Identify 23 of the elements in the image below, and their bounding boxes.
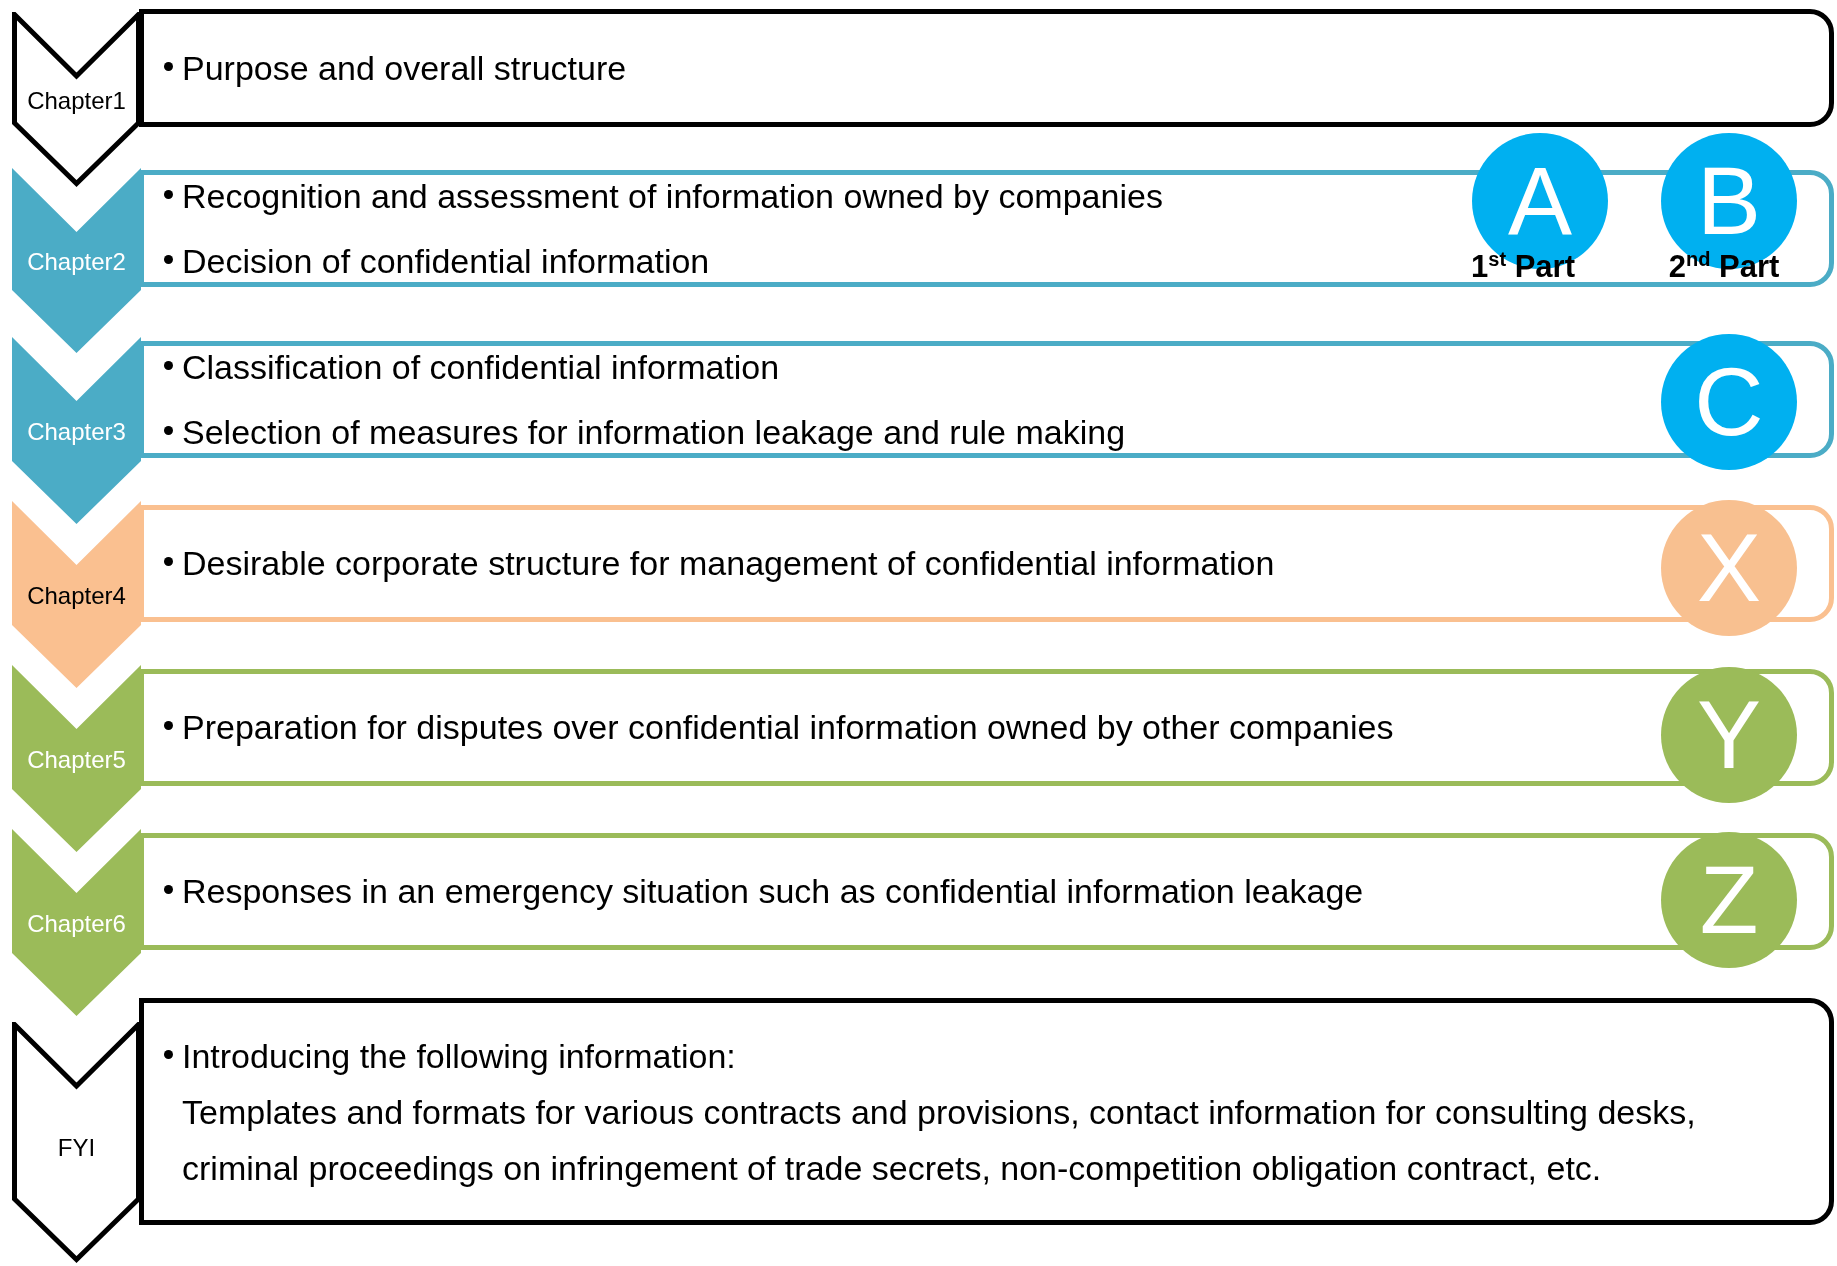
bullet-text: Selection of measures for information leakage and rule making <box>182 412 1126 452</box>
circle-letter: C <box>1694 354 1764 450</box>
bullet-text: Desirable corporate structure for management of confidential information <box>182 544 1275 583</box>
bullet-text: Recognition and assessment of information owned by companies <box>182 176 1163 216</box>
bullet-text: Preparation for disputes over confidential information owned by other companies <box>182 708 1394 747</box>
circle-letter: A <box>1508 153 1572 249</box>
chapter-label: FYI <box>56 1133 97 1163</box>
bullet-text: Decision of confidential information <box>182 241 710 281</box>
circle-letter: B <box>1697 153 1761 249</box>
bullet-text: Responses in an emergency situation such as confidential information leakage <box>182 872 1364 911</box>
bullet-text: Introducing the following information: <box>182 1035 736 1077</box>
bullet-text: Purpose and overall structure <box>182 48 627 88</box>
bullet-text: Classification of confidential information <box>182 347 780 387</box>
chapter-label: Chapter1 <box>26 86 127 116</box>
bullet-text: Templates and formats for various contracts and provisions, contact information for consulting desks, criminal proceedings on infringement of trade secrets, non-competition obligation contract, etc. <box>182 1091 1697 1189</box>
circle-letter: X <box>1697 520 1761 616</box>
chapter-label: Chapter6 <box>26 909 127 939</box>
circle-letter: Z <box>1699 852 1759 948</box>
chapter-label: Chapter5 <box>26 745 127 775</box>
chapter-label: Chapter4 <box>26 581 127 611</box>
chapter-label: Chapter2 <box>26 247 127 277</box>
chapter-label: Chapter3 <box>26 417 127 447</box>
circle-letter: Y <box>1697 687 1761 783</box>
